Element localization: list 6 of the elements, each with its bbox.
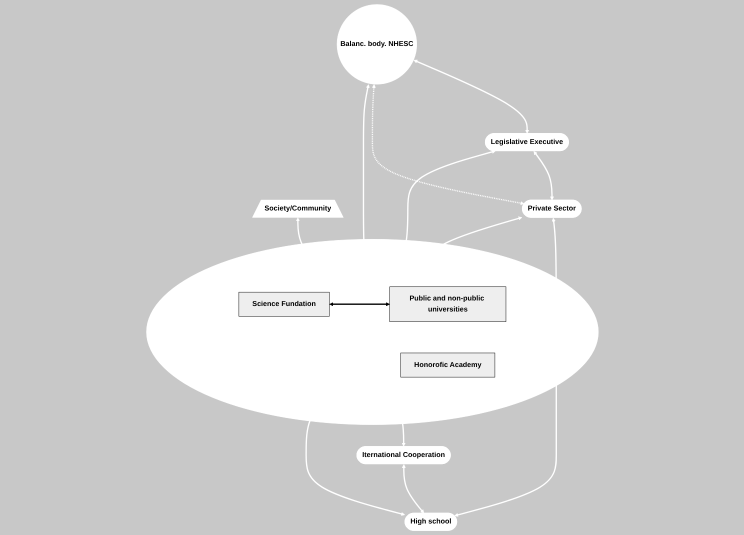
arrow (401, 464, 424, 514)
arrow (533, 151, 554, 200)
arrow (413, 60, 529, 134)
cluster (146, 239, 598, 425)
arrow (328, 302, 390, 306)
arrow (371, 84, 524, 206)
